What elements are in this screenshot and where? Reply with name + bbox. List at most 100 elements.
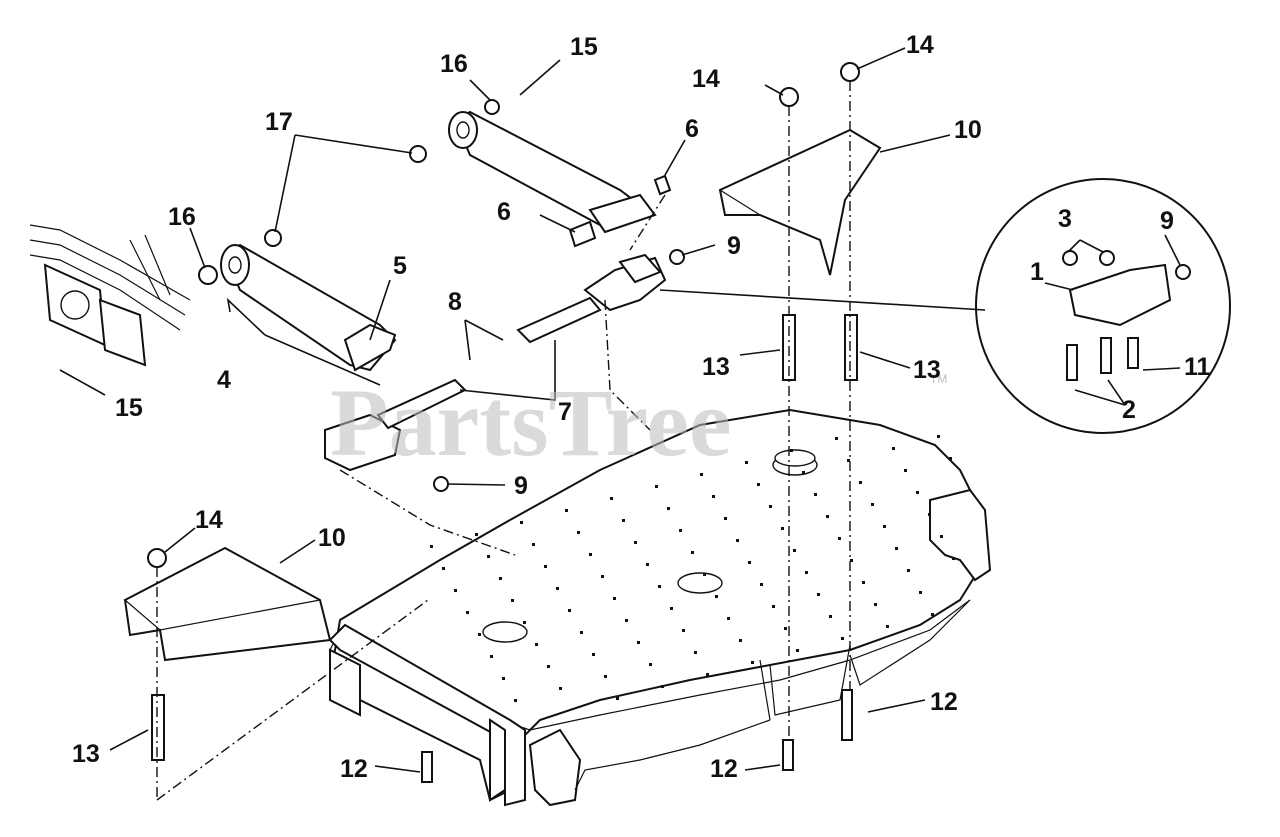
deck-rivet bbox=[556, 587, 559, 590]
lift-arm-upper bbox=[448, 110, 657, 234]
deck-rivet bbox=[874, 603, 877, 606]
lift-arm-lower bbox=[220, 243, 397, 372]
callout-12-right: 12 bbox=[930, 688, 958, 716]
deck-rivet bbox=[466, 611, 469, 614]
deck-rivet bbox=[646, 563, 649, 566]
deck-rivet bbox=[478, 633, 481, 636]
detail-inset bbox=[975, 178, 1231, 434]
callout-16-left: 16 bbox=[168, 203, 196, 231]
deck-rivet bbox=[577, 531, 580, 534]
deck-rivet bbox=[916, 491, 919, 494]
deck-rivet bbox=[847, 459, 850, 462]
deck-rivet bbox=[511, 599, 514, 602]
callout-16-top: 16 bbox=[440, 50, 468, 78]
callout-13-center: 13 bbox=[702, 353, 730, 381]
deck-rivet bbox=[850, 559, 853, 562]
deck-rivet bbox=[499, 577, 502, 580]
callout-6-lower: 6 bbox=[497, 198, 511, 226]
deck-cover-right bbox=[718, 128, 882, 276]
callout-13-right: 13 bbox=[913, 356, 941, 384]
deck-rivet bbox=[514, 699, 517, 702]
deck-rivet bbox=[625, 619, 628, 622]
callout-10-left: 10 bbox=[318, 524, 346, 552]
pivot-bracket-upper bbox=[583, 253, 667, 312]
deck-rivet bbox=[700, 473, 703, 476]
deck-rivet bbox=[751, 661, 754, 664]
pivot-bracket-lower bbox=[324, 413, 402, 472]
deck-rivet bbox=[724, 517, 727, 520]
deck-rivet bbox=[736, 539, 739, 542]
deck-rivet bbox=[655, 485, 658, 488]
deck-rivet bbox=[532, 543, 535, 546]
deck-rivet bbox=[544, 565, 547, 568]
deck-rivet bbox=[727, 617, 730, 620]
deck-rivet bbox=[928, 513, 931, 516]
deck-rivet bbox=[745, 461, 748, 464]
deck-rivet bbox=[691, 551, 694, 554]
deck-rivet bbox=[616, 697, 619, 700]
deck-rivet bbox=[949, 457, 952, 460]
deck-rivet bbox=[634, 541, 637, 544]
deck-rivet bbox=[535, 643, 538, 646]
callout-5: 5 bbox=[393, 252, 407, 280]
deck-rivet bbox=[919, 591, 922, 594]
deck-rivet bbox=[784, 627, 787, 630]
deck-rivet bbox=[589, 553, 592, 556]
deck-rivet bbox=[487, 555, 490, 558]
deck-rivet bbox=[904, 469, 907, 472]
deck-rivet bbox=[580, 631, 583, 634]
deck-rivet bbox=[610, 497, 613, 500]
deck-rivet bbox=[442, 567, 445, 570]
deck-rivet bbox=[592, 653, 595, 656]
deck-rivet bbox=[931, 613, 934, 616]
deck-cover-left bbox=[123, 546, 332, 662]
watermark-text: PartsTree bbox=[330, 369, 732, 476]
leader-lines bbox=[59, 47, 1181, 773]
callout-1: 1 bbox=[1030, 258, 1044, 286]
deck-rivet bbox=[835, 437, 838, 440]
deck-rivet bbox=[841, 637, 844, 640]
deck-rivet bbox=[670, 607, 673, 610]
deck-rivet bbox=[739, 639, 742, 642]
deck-rivet bbox=[805, 571, 808, 574]
deck-rivet bbox=[883, 525, 886, 528]
callout-10-right: 10 bbox=[954, 116, 982, 144]
deck-rivet bbox=[937, 435, 940, 438]
callout-12-center: 12 bbox=[710, 755, 738, 783]
frame-section bbox=[29, 224, 191, 367]
callout-9-detail: 9 bbox=[1160, 207, 1174, 235]
deck-rivet bbox=[712, 495, 715, 498]
deck-rivet bbox=[682, 629, 685, 632]
deck-rivet bbox=[649, 663, 652, 666]
deck-rivet bbox=[601, 575, 604, 578]
deck-rivets bbox=[430, 435, 955, 702]
deck-rivet bbox=[547, 665, 550, 668]
deck-rivet bbox=[886, 625, 889, 628]
callout-7: 7 bbox=[558, 398, 572, 426]
callout-9-lower: 9 bbox=[514, 472, 528, 500]
deck-rivet bbox=[568, 609, 571, 612]
deck-rivet bbox=[940, 535, 943, 538]
callout-14-right: 14 bbox=[906, 31, 934, 59]
deck-rivet bbox=[892, 447, 895, 450]
deck-rivet bbox=[703, 573, 706, 576]
deck-rivet bbox=[661, 685, 664, 688]
deck-rivet bbox=[454, 589, 457, 592]
callout-9-upper: 9 bbox=[727, 232, 741, 260]
deck-rivet bbox=[796, 649, 799, 652]
deck-rivet bbox=[613, 597, 616, 600]
deck-rivet bbox=[679, 529, 682, 532]
deck-rivet bbox=[757, 483, 760, 486]
deck-rivet bbox=[430, 545, 433, 548]
deck-rivet bbox=[895, 547, 898, 550]
deck-rivet bbox=[781, 527, 784, 530]
callout-3: 3 bbox=[1058, 205, 1072, 233]
callout-4: 4 bbox=[217, 366, 231, 394]
deck-rivet bbox=[520, 521, 523, 524]
deck-rivet bbox=[772, 605, 775, 608]
deck-rivet bbox=[760, 583, 763, 586]
callout-11: 11 bbox=[1184, 353, 1211, 381]
deck-rivet bbox=[622, 519, 625, 522]
deck-rivet bbox=[694, 651, 697, 654]
